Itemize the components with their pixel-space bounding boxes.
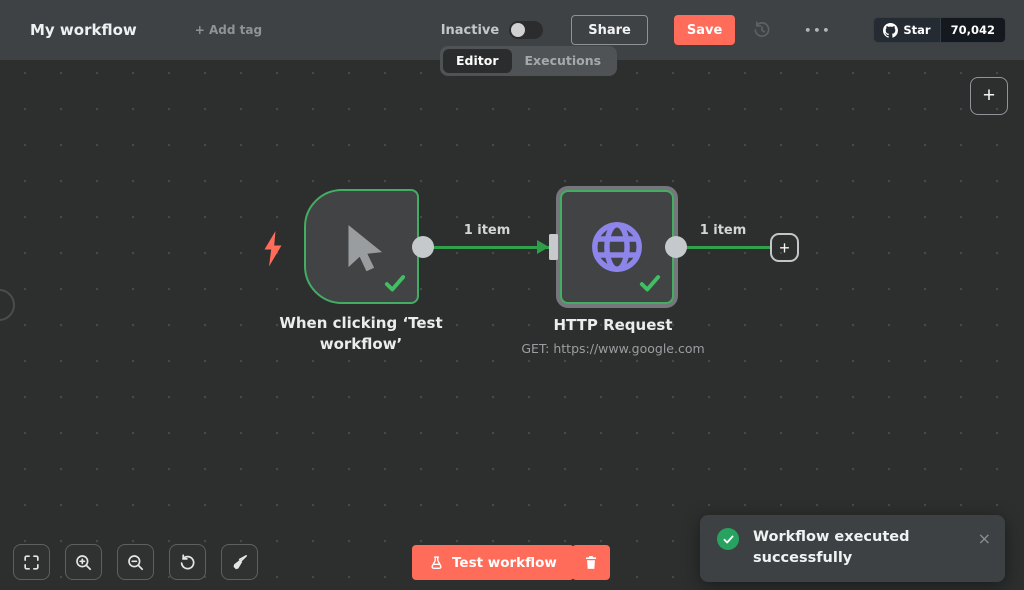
- reset-zoom-button[interactable]: [169, 544, 206, 580]
- input-endpoint[interactable]: [549, 234, 558, 260]
- test-workflow-button[interactable]: Test workflow: [412, 545, 574, 580]
- github-star-count[interactable]: 70,042: [939, 18, 1005, 42]
- success-check-icon: [382, 270, 408, 296]
- connection-items-label: 1 item: [463, 223, 511, 238]
- node-http-request[interactable]: [560, 190, 674, 304]
- canvas-edge-node-fragment: [0, 289, 15, 321]
- connection-items-label: 1 item: [699, 223, 747, 238]
- output-endpoint[interactable]: [665, 236, 687, 258]
- active-toggle[interactable]: [509, 21, 544, 39]
- connection-trigger-to-http[interactable]: [423, 245, 551, 249]
- github-star-label: Star: [903, 23, 931, 37]
- toast-message: Workflow executed successfully: [753, 529, 910, 566]
- share-button[interactable]: Share: [571, 15, 648, 45]
- github-logo-icon: [883, 22, 899, 38]
- tab-editor[interactable]: Editor: [443, 49, 512, 73]
- cursor-icon: [334, 219, 390, 275]
- add-node-button[interactable]: +: [970, 77, 1008, 115]
- test-workflow-label: Test workflow: [452, 554, 557, 571]
- zoom-out-button[interactable]: [117, 544, 154, 580]
- node-http-request-selection[interactable]: [556, 186, 678, 308]
- github-star-button[interactable]: Star: [874, 18, 939, 42]
- node-manual-trigger[interactable]: [304, 189, 419, 304]
- output-endpoint[interactable]: [412, 236, 434, 258]
- header-actions: Inactive Share Save ••• Star 70,04: [441, 15, 1024, 45]
- trigger-bolt-icon: [261, 230, 285, 268]
- workflow-canvas[interactable]: + 1 item 1 item +: [0, 60, 1024, 590]
- tidy-up-button[interactable]: [221, 544, 258, 580]
- canvas-toolbar: [13, 544, 258, 580]
- toggle-knob: [511, 23, 526, 37]
- more-options-icon[interactable]: •••: [804, 23, 832, 37]
- workflow-title[interactable]: My workflow: [30, 21, 137, 39]
- connection-arrow-icon: [537, 240, 549, 254]
- connection-http-to-new[interactable]: [676, 245, 772, 249]
- editor-executions-tabs: Editor Executions: [440, 46, 618, 76]
- add-tag-button[interactable]: + Add tag: [194, 23, 263, 37]
- node-title-trigger: When clicking ‘Test workflow’: [251, 313, 471, 355]
- zoom-in-button[interactable]: [65, 544, 102, 580]
- trash-icon: [583, 554, 599, 571]
- toast-close-icon[interactable]: ×: [977, 529, 991, 548]
- success-check-icon: [637, 270, 663, 296]
- fit-view-button[interactable]: [13, 544, 50, 580]
- flask-icon: [429, 555, 444, 571]
- node-title-line: When clicking ‘Test: [279, 314, 443, 332]
- save-button[interactable]: Save: [673, 15, 736, 45]
- toast-notification: Workflow executed successfully ×: [700, 515, 1005, 582]
- tab-executions[interactable]: Executions: [524, 53, 602, 68]
- node-subtitle-http: GET: https://www.google.com: [521, 341, 705, 356]
- globe-icon: [586, 216, 648, 278]
- delete-workflow-button[interactable]: [572, 545, 610, 580]
- history-icon[interactable]: [752, 20, 772, 40]
- node-title-http: HTTP Request: [553, 316, 673, 334]
- active-state-label: Inactive: [440, 22, 500, 38]
- github-star-widget[interactable]: Star 70,042: [873, 17, 1006, 43]
- append-node-button[interactable]: +: [770, 233, 799, 262]
- node-title-line: workflow’: [319, 335, 403, 353]
- toast-success-icon: [717, 528, 739, 550]
